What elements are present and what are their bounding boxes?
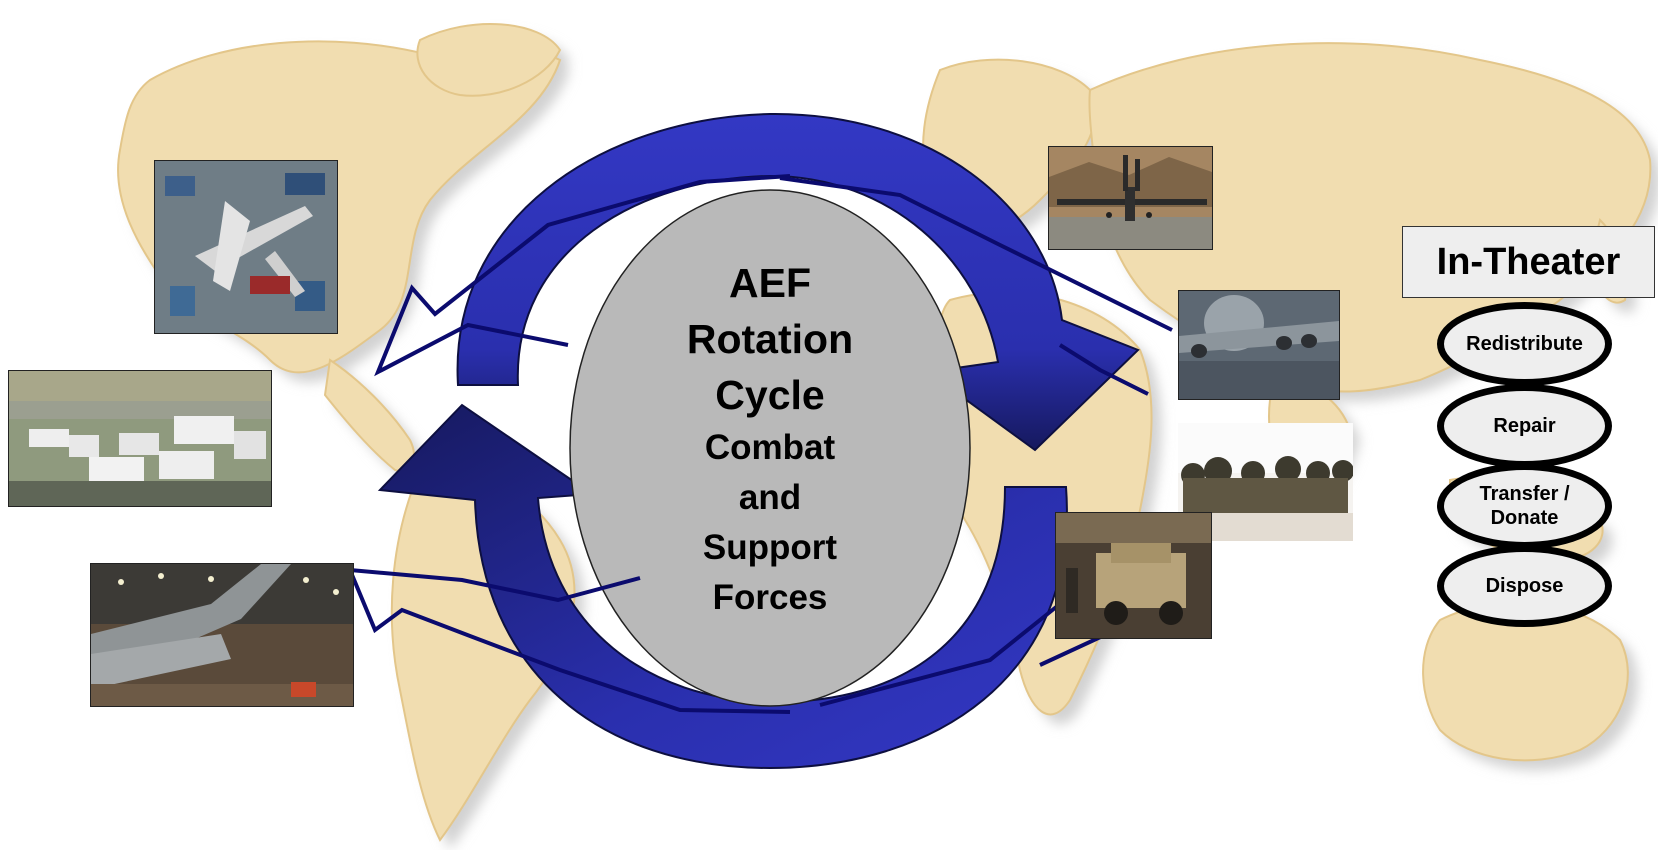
air-base-hangars-photo bbox=[8, 370, 272, 507]
center-label-line: Rotation bbox=[686, 316, 854, 362]
bottom-cycle-arrow bbox=[377, 403, 1068, 770]
dispose-oval: Dispose bbox=[1437, 545, 1612, 627]
in-theater-title: In-Theater bbox=[1402, 226, 1655, 298]
troops-formation-photo bbox=[1178, 423, 1353, 541]
vehicle-icon bbox=[1056, 513, 1211, 638]
redistribute-oval: Redistribute bbox=[1437, 302, 1612, 386]
aircraft-maintenance-icon bbox=[155, 161, 337, 333]
hangar-interior-icon bbox=[91, 564, 353, 706]
transport-aircraft-hangar-photo bbox=[90, 563, 354, 707]
repair-oval: Repair bbox=[1437, 384, 1612, 468]
top-cycle-arrow bbox=[456, 112, 1140, 452]
connector-line bbox=[1058, 343, 1149, 396]
center-label-line: AEF bbox=[729, 260, 811, 306]
connector-line bbox=[348, 569, 791, 714]
center-label-line: Cycle bbox=[715, 372, 825, 418]
continent-shape bbox=[416, 23, 562, 97]
aircraft-maintenance-photo bbox=[154, 160, 338, 334]
transfer-donate-oval: Transfer / Donate bbox=[1437, 463, 1612, 549]
cargo-aircraft-rear-photo bbox=[1178, 290, 1340, 400]
center-label-line: Combat bbox=[704, 428, 836, 467]
connector-line bbox=[779, 176, 1173, 332]
humvee-vehicle-photo bbox=[1055, 512, 1212, 639]
c130-desert-runway-photo bbox=[1048, 146, 1213, 250]
center-label-line: and bbox=[738, 478, 802, 517]
connector-line bbox=[349, 568, 641, 603]
troops-icon bbox=[1178, 423, 1353, 541]
hangars-icon bbox=[9, 371, 271, 506]
center-label: AEF Rotation Cycle Combat and Support Fo… bbox=[610, 255, 930, 623]
connector-line bbox=[374, 174, 791, 377]
aircraft-runway-icon bbox=[1049, 147, 1212, 249]
center-label-line: Support bbox=[702, 528, 838, 567]
center-label-line: Forces bbox=[712, 578, 828, 617]
aircraft-rear-icon bbox=[1179, 291, 1339, 399]
center-ellipse bbox=[569, 189, 971, 707]
